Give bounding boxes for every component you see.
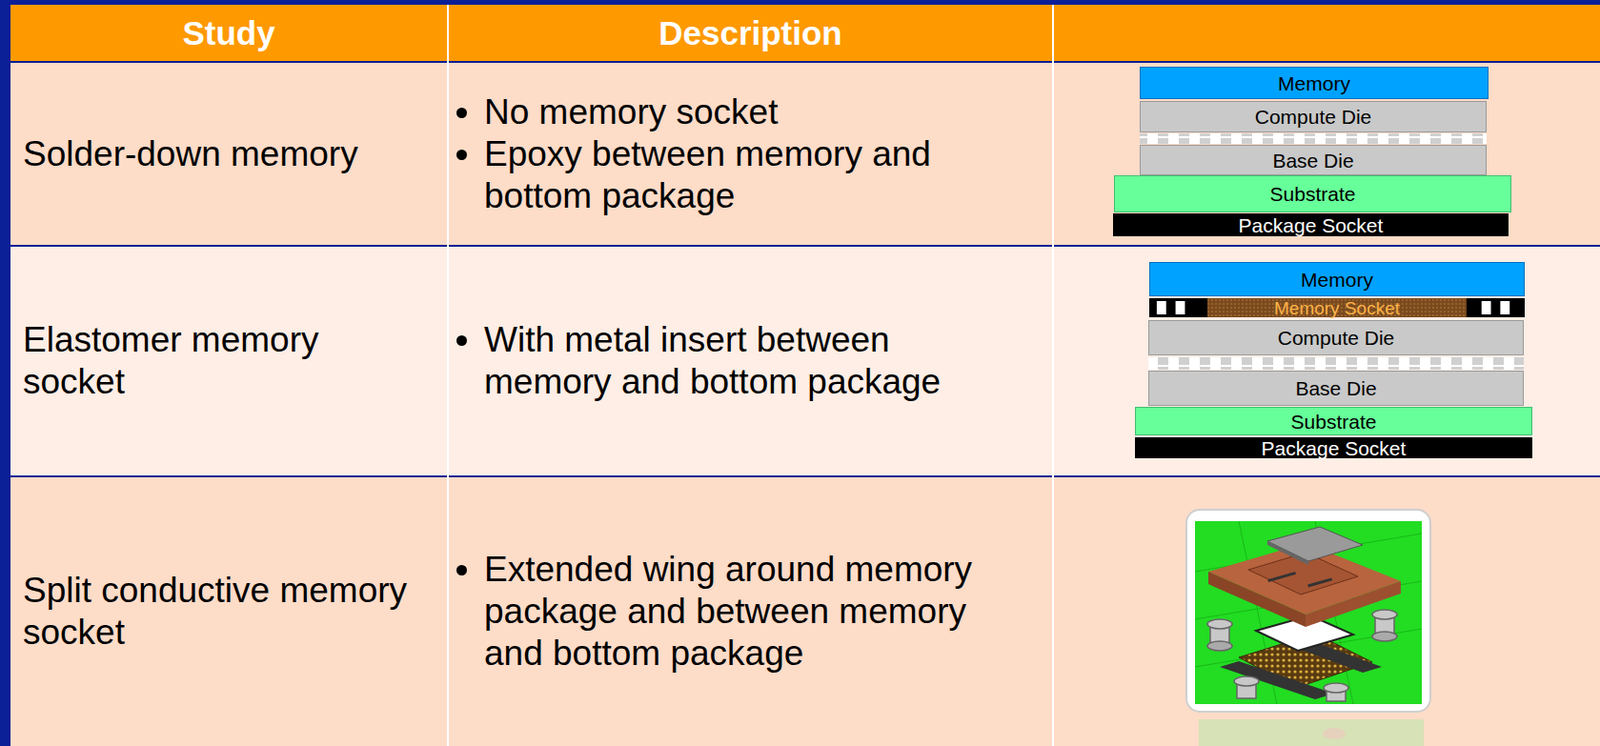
table-cell: No memory socketEpoxy between memory and…: [459, 62, 1032, 245]
header-cell: Study: [182, 14, 275, 53]
layer-label: Memory: [1277, 73, 1351, 94]
layer-label: Base Die: [1295, 378, 1377, 399]
bullet-list: With metal insert between memory and bot…: [459, 319, 1032, 404]
bullet-list: No memory socketEpoxy between memory and…: [459, 91, 1032, 218]
bullet-item: With metal insert between memory and bot…: [484, 319, 1012, 404]
study-name: Elastomer memory socket: [22, 319, 424, 404]
compute-die: Compute Die: [1139, 101, 1487, 133]
layer-label: Memory Socket: [1274, 299, 1400, 318]
table-cell: With metal insert between memory and bot…: [459, 246, 1032, 476]
layer-label: Package Socket: [1238, 215, 1384, 236]
substrate: Substrate: [1134, 406, 1533, 436]
table-cell: Split conductive memory socket: [22, 477, 424, 746]
layer-label: Package Socket: [1261, 438, 1407, 459]
node-memory: Memory: [1149, 262, 1525, 297]
base-die: Base Die: [1148, 370, 1524, 406]
illustration-reflection: [1198, 719, 1424, 746]
layer-label: Base Die: [1272, 150, 1354, 171]
bump-row: [1139, 133, 1487, 144]
base-die: Base Die: [1139, 144, 1487, 176]
node-memory: Memory: [1139, 66, 1489, 100]
bump-row: [1148, 357, 1524, 370]
study-name: Solder-down memory: [22, 133, 424, 176]
table-cell: Elastomer memory socket: [22, 246, 424, 476]
socket-illustration: [1186, 509, 1431, 712]
compute-die: Compute Die: [1148, 320, 1524, 356]
bullet-item: Extended wing around memory package and …: [484, 548, 1012, 675]
substrate: Substrate: [1113, 175, 1512, 213]
bullet-item: No memory socket: [484, 91, 1012, 134]
table-cell: Study: [10, 4, 447, 61]
column-divider: [1052, 4, 1054, 746]
bullet-item: Epoxy between memory and bottom package: [484, 133, 1012, 218]
layer-label: Substrate: [1291, 411, 1378, 432]
memory-socket: Memory Socket: [1149, 298, 1525, 318]
column-divider: [446, 4, 449, 746]
layer-label: Memory: [1300, 269, 1374, 290]
layer-label: Compute Die: [1277, 327, 1396, 348]
table-cell: Extended wing around memory package and …: [459, 477, 1032, 746]
illustration-reflection: [1322, 728, 1346, 740]
package-socket: Package Socket: [1113, 213, 1509, 237]
layer-label: Compute Die: [1255, 106, 1373, 127]
study-name: Split conductive memory socket: [22, 569, 424, 654]
table-cell: Solder-down memory: [22, 62, 424, 245]
table-cell: Description: [448, 4, 1053, 61]
package-socket: Package Socket: [1134, 437, 1533, 459]
header-cell: Description: [658, 14, 843, 53]
bullet-list: Extended wing around memory package and …: [459, 548, 1032, 675]
layer-label: Substrate: [1270, 183, 1357, 204]
